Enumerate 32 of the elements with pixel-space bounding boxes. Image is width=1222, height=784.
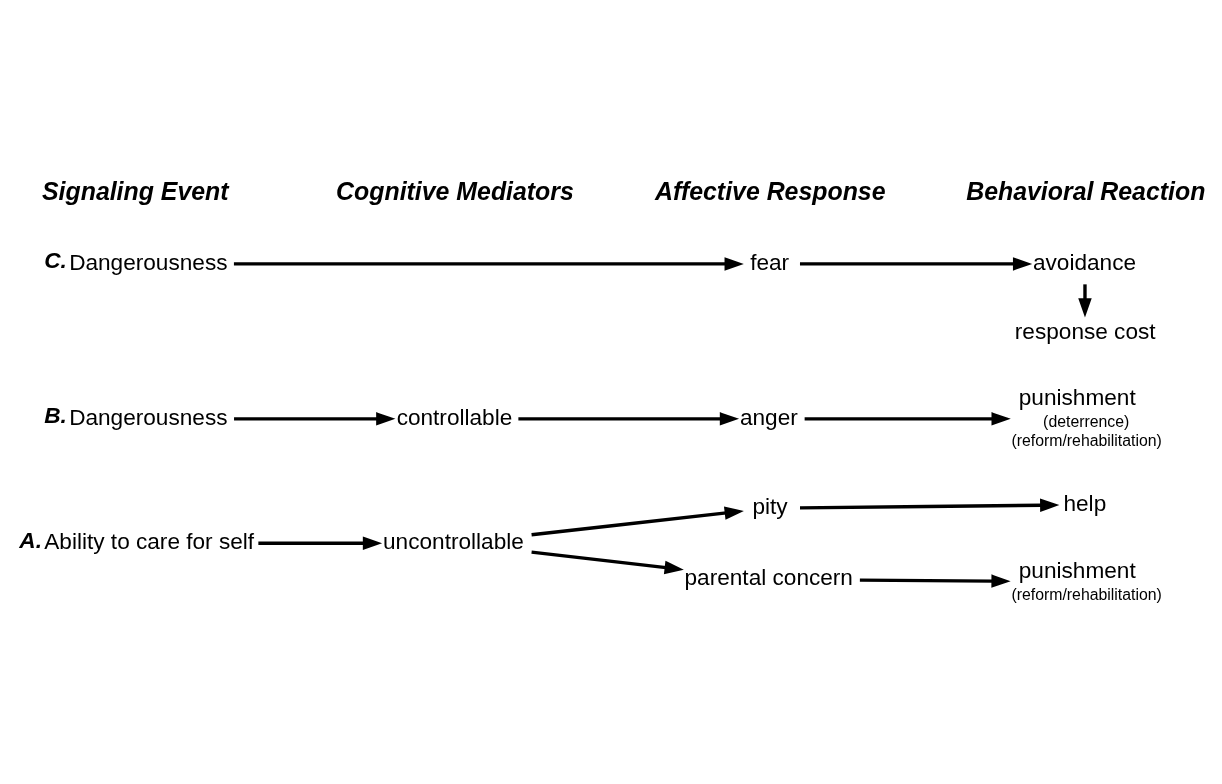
node-label: (reform/rehabilitation) — [1011, 586, 1162, 604]
node-text: punishment — [1018, 385, 1136, 411]
arrow — [799, 498, 1060, 513]
label: Cognitive Mediators — [336, 177, 574, 206]
label: Signaling Event — [42, 177, 229, 206]
node-text: C.Dangerousness — [44, 248, 228, 275]
node-text: B.Dangerousness — [44, 403, 228, 430]
node-text: avoidance — [1032, 249, 1137, 275]
node-text: pity — [752, 493, 788, 519]
arrow — [518, 412, 740, 426]
node-text: fear — [750, 249, 790, 275]
node-text: uncontrollable — [383, 528, 524, 554]
node-text: parental concern — [684, 565, 853, 591]
node-text: controllable — [396, 404, 513, 430]
arrow — [234, 412, 396, 426]
node-text: anger — [739, 404, 798, 430]
arrow — [800, 257, 1033, 271]
label: Affective Response — [655, 177, 886, 206]
node-text: A.Ability to care for self — [19, 527, 255, 554]
arrow — [804, 412, 1011, 426]
arrow — [531, 506, 744, 537]
node-text: punishment — [1018, 558, 1136, 584]
arrow — [233, 257, 744, 271]
node-label: (reform/rehabilitation) — [1011, 432, 1162, 450]
arrow — [531, 550, 684, 575]
arrow — [258, 536, 383, 551]
node-text: response cost — [1014, 318, 1156, 344]
node-text: help — [1063, 490, 1107, 516]
label: Behavioral Reaction — [966, 177, 1206, 206]
arrow — [859, 574, 1011, 588]
node-label: (deterrence) — [1043, 413, 1130, 431]
arrow — [1078, 284, 1092, 318]
